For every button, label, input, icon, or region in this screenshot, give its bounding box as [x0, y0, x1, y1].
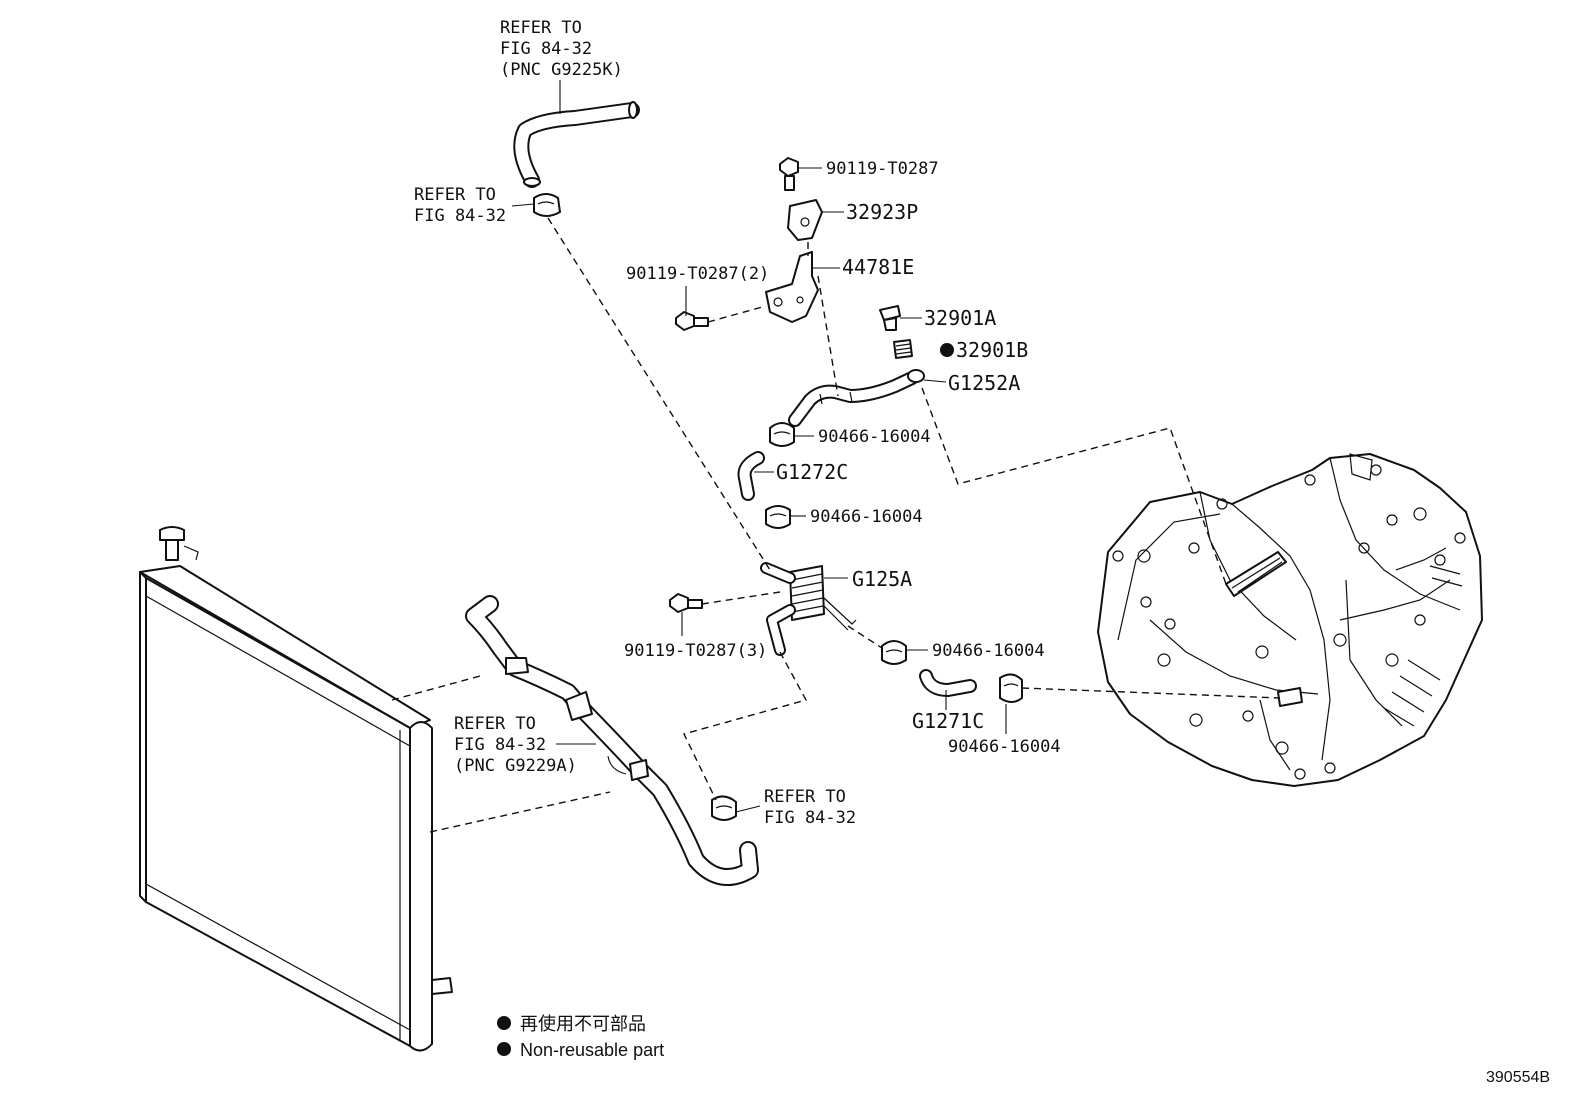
dashed-connectors [391, 217, 1281, 833]
leader-lines [511, 80, 1007, 813]
refer-mid-line2: FIG 84-32 [454, 735, 546, 755]
label-g1272c: G1272C [776, 460, 848, 484]
legend: 再使用不可部品 Non-reusable part [497, 1014, 664, 1060]
clamp-90466-16004-1 [769, 422, 795, 447]
legend-en: Non-reusable part [520, 1040, 664, 1060]
legend-bullet-jp [497, 1016, 511, 1030]
transaxle [1097, 453, 1483, 787]
refer-top-line2: FIG 84-32 [500, 39, 592, 59]
bolt-90119-t0287-2 [675, 311, 709, 331]
plug-32901a [879, 305, 901, 331]
label-bolt-3: 90119-T0287(3) [624, 641, 767, 661]
label-clamp-1: 90466-16004 [818, 427, 931, 447]
refer-bottom-line2: FIG 84-32 [764, 808, 856, 828]
legend-jp: 再使用不可部品 [520, 1014, 646, 1034]
hose-g1272c [737, 451, 765, 501]
legend-bullet-en [497, 1042, 511, 1056]
refer-clip-top-line1: REFER TO [414, 185, 496, 205]
label-bolt-2: 90119-T0287(2) [626, 264, 769, 284]
clamp-90466-16004-4 [999, 673, 1023, 703]
label-clamp-2: 90466-16004 [810, 507, 923, 527]
label-44781e: 44781E [842, 255, 914, 279]
bolt-90119-t0287-top [779, 157, 799, 191]
non-reusable-bullet [940, 343, 954, 357]
label-32901a: 32901A [924, 306, 996, 330]
upper-hose-g9225k [513, 101, 640, 188]
refer-top-line1: REFER TO [500, 18, 582, 38]
label-32901b: 32901B [956, 338, 1028, 362]
bracket-32923p [787, 199, 823, 241]
clamp-top-ref [533, 193, 561, 217]
labels: REFER TO FIG 84-32 (PNC G9225K) REFER TO… [414, 18, 1061, 828]
label-clamp-4: 90466-16004 [948, 737, 1061, 757]
lower-hose-g9229a [465, 595, 759, 886]
refer-mid-line3: (PNC G9229A) [454, 756, 577, 776]
bolt-90119-t0287-3 [669, 593, 703, 613]
refer-mid-line1: REFER TO [454, 714, 536, 734]
clamp-90466-16004-3 [881, 640, 907, 665]
label-clamp-3: 90466-16004 [932, 641, 1045, 661]
clamp-bottom-ref [711, 795, 737, 821]
label-g1271c: G1271C [912, 709, 984, 733]
refer-bottom-line1: REFER TO [764, 787, 846, 807]
clamp-90466-16004-2 [765, 505, 791, 529]
label-32923p: 32923P [846, 200, 918, 224]
oil-cooler-g125a [760, 562, 857, 656]
bracket-44781e [765, 251, 819, 323]
label-g125a: G125A [852, 567, 912, 591]
figure-id: 390554B [1486, 1069, 1550, 1086]
refer-top-line3: (PNC G9225K) [500, 60, 623, 80]
label-bolt-top: 90119-T0287 [826, 159, 939, 179]
refer-clip-top-line2: FIG 84-32 [414, 206, 506, 226]
radiator [139, 526, 453, 1052]
hose-g1271c [919, 669, 977, 697]
label-g1252a: G1252A [948, 371, 1020, 395]
gasket-32901b [893, 339, 913, 359]
pipe-g1252a [788, 369, 925, 427]
